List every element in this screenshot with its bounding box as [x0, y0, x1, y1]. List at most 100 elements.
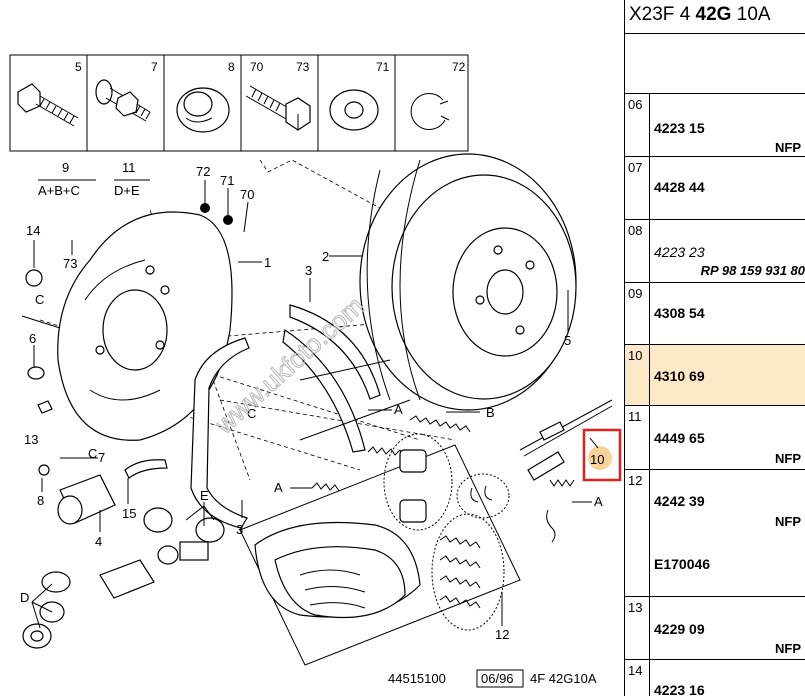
- callout-71: 71: [220, 173, 234, 188]
- part-row[interactable]: 14 4223 16: [625, 660, 805, 696]
- brake-drum: [359, 153, 577, 411]
- row-ref: 4449 65: [654, 430, 705, 446]
- part-row[interactable]: 06 4223 15 NFP: [625, 94, 805, 157]
- callout-13: 13: [24, 432, 38, 447]
- callout-4: 4: [95, 534, 102, 549]
- row-ref: 4242 39: [654, 493, 705, 509]
- diagram-footer: 44515100 06/96 4F 42G10A: [388, 669, 597, 688]
- part-row[interactable]: 11 4449 65 NFP: [625, 406, 805, 470]
- row-note: NFP: [775, 641, 801, 656]
- part-row-selected[interactable]: 10 4310 69: [625, 345, 805, 406]
- circlip-icon: [410, 93, 450, 130]
- brake-shoes: [190, 304, 411, 529]
- kit-number: 9: [62, 160, 69, 175]
- header-bold: 42G: [695, 4, 732, 25]
- row-ref: 4223 15: [654, 120, 705, 136]
- header-part-number: 5: [75, 60, 82, 74]
- footer-code: 4F 42G10A: [530, 671, 597, 686]
- header-part-number: 7: [151, 60, 158, 74]
- label-c: C: [88, 446, 97, 461]
- wheel-cylinder-exploded: [21, 269, 225, 649]
- label-c: C: [247, 406, 256, 421]
- stud-bolt-icon: [17, 83, 79, 127]
- part-row[interactable]: 13 4229 09 NFP: [625, 597, 805, 660]
- header-part-number: 8: [228, 60, 235, 74]
- kit-number: 11: [122, 160, 136, 175]
- adjuster-assembly: [519, 399, 613, 543]
- kit-labels: 9 A+B+C 11 D+E: [38, 160, 150, 198]
- callout-14: 14: [26, 223, 40, 238]
- row-ref: 4428 44: [654, 179, 705, 195]
- bolt-nut-icon: [95, 79, 151, 122]
- header-part-number: 73: [296, 60, 310, 74]
- row-ref: 4308 54: [654, 305, 705, 321]
- part-row[interactable]: 07 4428 44: [625, 157, 805, 220]
- callout-3: 3: [236, 522, 243, 537]
- label-b: B: [486, 405, 495, 420]
- row-index: 13: [625, 597, 650, 659]
- return-springs: [311, 415, 575, 492]
- label-c: C: [35, 292, 44, 307]
- callout-3: 3: [305, 263, 312, 278]
- row-index: 12: [625, 470, 650, 596]
- header-prefix: X23F 4: [629, 4, 696, 25]
- row-ref: 4229 09: [654, 621, 705, 637]
- part-row[interactable]: 08 4223 23 RP 98 159 931 80: [625, 220, 805, 283]
- brake-backing-plate: [57, 211, 233, 441]
- shoe-kit-box: [239, 444, 521, 666]
- detail-circles: [383, 433, 510, 631]
- kit-contents: D+E: [114, 183, 140, 198]
- kit-contents: A+B+C: [38, 183, 80, 198]
- callout-12: 12: [495, 627, 509, 642]
- row-index: 06: [625, 94, 650, 156]
- row-index: 07: [625, 157, 650, 219]
- label-a: A: [594, 494, 603, 509]
- exploded-parts-diagram: 5 7 8 70 73 71 72: [9, 54, 622, 688]
- header-part-number: 72: [452, 60, 466, 74]
- row-index: 08: [625, 220, 650, 282]
- callout-10-highlight[interactable]: 10: [582, 428, 622, 482]
- label-d: D: [20, 590, 29, 605]
- row-ref: 4310 69: [654, 368, 705, 384]
- washer-icon: [329, 89, 379, 131]
- callout-72: 72: [196, 164, 210, 179]
- header-suffix: 10A: [731, 4, 771, 25]
- header-part-number: 71: [376, 60, 390, 74]
- callout-7: 7: [98, 450, 105, 465]
- hex-bolt-icon: [245, 85, 311, 131]
- row-ref: 4223 23: [654, 244, 705, 260]
- row-ref: 4223 16: [654, 682, 705, 696]
- callout-8: 8: [37, 493, 44, 508]
- callout-10: 10: [590, 452, 604, 467]
- footer-date: 06/96: [481, 671, 514, 686]
- bleed-cap-icon: [176, 87, 230, 133]
- callout-70: 70: [240, 187, 254, 202]
- row-extra-ref: E170046: [654, 556, 711, 572]
- row-index: 14: [625, 660, 650, 696]
- part-row[interactable]: 12 4242 39 NFP E170046: [625, 470, 805, 597]
- callout-5: 5: [564, 333, 571, 348]
- header-parts-strip: 5 7 8 70 73 71 72: [9, 54, 469, 152]
- row-index: 09: [625, 283, 650, 344]
- row-index: 11: [625, 406, 650, 469]
- header-part-number: 70: [250, 60, 264, 74]
- row-note: NFP: [775, 514, 801, 529]
- part-row[interactable]: 09 4308 54: [625, 283, 805, 345]
- row-note: NFP: [775, 451, 801, 466]
- parts-list-panel: X23F 4 42G 10A 06 4223 15 NFP 07 4428 44…: [624, 0, 805, 696]
- leader-lines: [31, 180, 592, 629]
- label-a: A: [394, 402, 403, 417]
- row-note: NFP: [775, 140, 801, 155]
- callout-15: 15: [122, 506, 136, 521]
- panel-spacer: [625, 34, 805, 94]
- row-sub-ref: RP 98 159 931 80: [700, 263, 805, 278]
- callout-6: 6: [29, 331, 36, 346]
- row-index: 10: [625, 345, 650, 405]
- part-callouts: 72 71 70 1 2 3 3 4 5 6 7 8 12 13 14 15 7…: [20, 164, 603, 642]
- panel-header: X23F 4 42G 10A: [625, 0, 805, 34]
- label-a: A: [274, 480, 283, 495]
- callout-1: 1: [264, 255, 271, 270]
- footer-ref: 44515100: [388, 671, 446, 686]
- callout-73: 73: [63, 256, 77, 271]
- callout-2: 2: [322, 249, 329, 264]
